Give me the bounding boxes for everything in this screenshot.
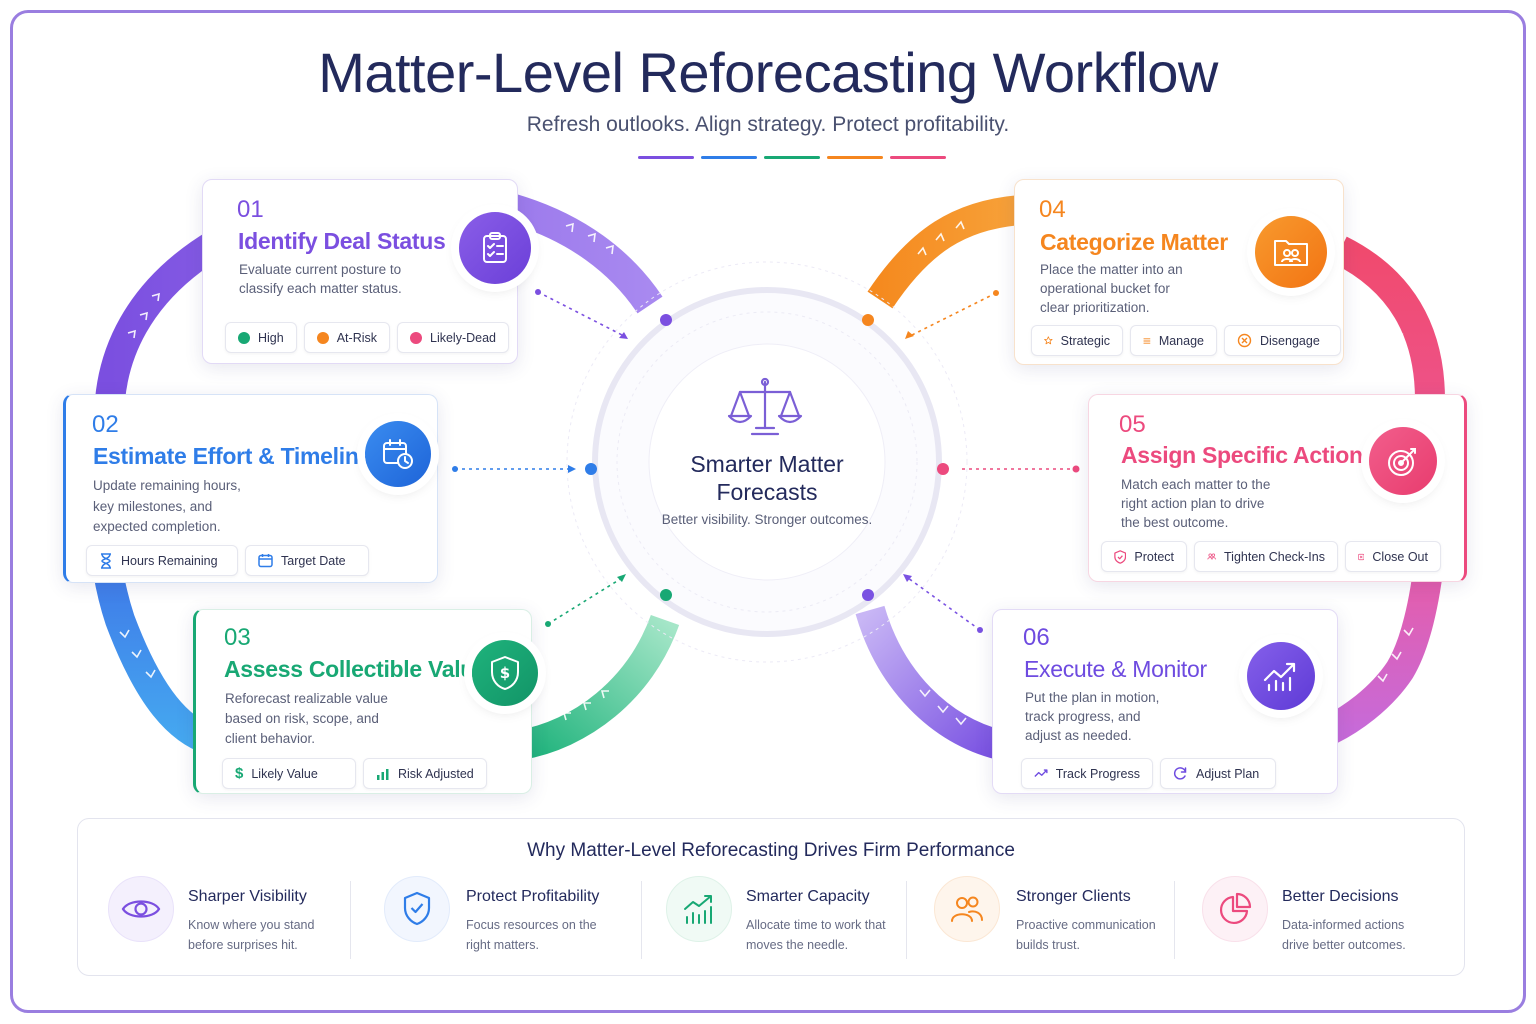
calendar-clock-icon bbox=[365, 421, 431, 487]
chip-strategic[interactable]: Strategic bbox=[1031, 325, 1123, 356]
chip-close-out[interactable]: Close Out bbox=[1345, 541, 1441, 572]
benefits-panel: Why Matter-Level Reforecasting Drives Fi… bbox=[77, 818, 1465, 976]
step-title: Execute & Monitor bbox=[1024, 656, 1207, 682]
chip-tighten-check-ins[interactable]: Tighten Check-Ins bbox=[1194, 541, 1338, 572]
step-description: Place the matter into an operational buc… bbox=[1040, 262, 1183, 315]
step-description: Evaluate current posture to classify eac… bbox=[239, 262, 402, 296]
page-title: Matter-Level Reforecasting Workflow bbox=[318, 41, 1218, 104]
chip-likely-value[interactable]: $ Likely Value bbox=[222, 758, 356, 789]
growth-chart-icon bbox=[666, 876, 732, 942]
step-title: Assess Collectible Value bbox=[224, 656, 487, 682]
chip-manage[interactable]: Manage bbox=[1130, 325, 1217, 356]
accent-bar bbox=[638, 156, 946, 159]
step-title: Categorize Matter bbox=[1040, 229, 1228, 255]
center-subtitle: Better visibility. Stronger outcomes. bbox=[661, 512, 873, 527]
benefit-divider bbox=[641, 881, 642, 959]
clipboard-check-icon bbox=[459, 212, 531, 284]
step-card-05: 05 Assign Specific Action Match each mat… bbox=[1088, 394, 1467, 582]
step-number: 02 bbox=[92, 411, 119, 438]
chip-target-date[interactable]: Target Date bbox=[245, 545, 369, 576]
benefit-protect-profitability: Protect Profitability Focus resources on… bbox=[384, 874, 644, 956]
benefit-divider bbox=[906, 881, 907, 959]
status-chips: High At-Risk Likely-Dead bbox=[225, 322, 510, 353]
green-dot bbox=[238, 331, 250, 344]
shield-icon bbox=[1114, 549, 1127, 564]
step-number: 03 bbox=[224, 624, 251, 651]
chip-protect[interactable]: Protect bbox=[1101, 541, 1187, 572]
arc-orange bbox=[867, 195, 1022, 309]
close-box-icon bbox=[1358, 553, 1365, 560]
list-icon bbox=[1143, 337, 1151, 344]
people-icon bbox=[934, 876, 1000, 942]
step-number: 01 bbox=[237, 196, 264, 223]
shield-dollar-icon: $ bbox=[472, 640, 538, 706]
step-number: 05 bbox=[1119, 411, 1146, 438]
chip-adjust-plan[interactable]: Adjust Plan bbox=[1160, 758, 1276, 789]
pink-dot bbox=[410, 331, 422, 344]
folder-people-icon bbox=[1255, 216, 1327, 288]
step-title: Identify Deal Status bbox=[238, 228, 446, 254]
benefit-stronger-clients: Stronger Clients Proactive communication… bbox=[934, 874, 1184, 956]
x-circle-icon bbox=[1237, 333, 1252, 348]
center-title: Smarter Matter Forecasts bbox=[690, 451, 844, 505]
svg-text:$: $ bbox=[500, 664, 510, 682]
benefit-divider bbox=[350, 881, 351, 959]
benefit-smarter-capacity: Smarter Capacity Allocate time to work t… bbox=[666, 874, 916, 956]
step-description: Update remaining hours, key milestones, … bbox=[93, 478, 241, 534]
shield-check-icon bbox=[384, 876, 450, 942]
step-card-04: 04 Categorize Matter Place the matter in… bbox=[1014, 179, 1344, 365]
chip-at-risk[interactable]: At-Risk bbox=[303, 322, 390, 353]
step-description: Reforecast realizable value based on ris… bbox=[225, 691, 388, 746]
step-number: 04 bbox=[1039, 196, 1066, 223]
step-description: Put the plan in motion, track progress, … bbox=[1025, 690, 1160, 743]
trend-chart-icon bbox=[1247, 642, 1315, 710]
benefit-divider bbox=[1174, 881, 1175, 959]
value-chips: $ Likely Value Risk Adjusted bbox=[222, 758, 487, 789]
chip-risk-adjusted[interactable]: Risk Adjusted bbox=[363, 758, 487, 789]
eye-icon bbox=[108, 876, 174, 942]
effort-chips: Hours Remaining Target Date bbox=[86, 545, 369, 576]
page-subtitle: Refresh outlooks. Align strategy. Protec… bbox=[526, 113, 1010, 136]
chip-high[interactable]: High bbox=[225, 322, 297, 353]
arc-violet bbox=[855, 605, 1005, 760]
hourglass-icon bbox=[101, 552, 111, 569]
step-number: 06 bbox=[1023, 624, 1050, 651]
dollar-icon: $ bbox=[235, 765, 244, 782]
step-card-01: 01 Identify Deal Status Evaluate current… bbox=[202, 179, 531, 364]
step-card-06: 06 Execute & Monitor Put the plan in mot… bbox=[992, 609, 1338, 794]
monitor-chips: Track Progress Adjust Plan bbox=[1021, 758, 1276, 789]
chip-disengage[interactable]: Disengage bbox=[1224, 325, 1341, 356]
step-title: Assign Specific Action bbox=[1121, 442, 1363, 468]
orange-dot bbox=[316, 331, 329, 344]
bar-chart-icon bbox=[377, 768, 389, 780]
refresh-icon bbox=[1173, 767, 1187, 780]
step-description: Match each matter to the right action pl… bbox=[1121, 477, 1271, 530]
calendar-icon bbox=[258, 554, 273, 568]
benefits-title: Why Matter-Level Reforecasting Drives Fi… bbox=[527, 840, 1015, 861]
pie-chart-icon bbox=[1202, 876, 1268, 942]
trend-icon bbox=[1034, 769, 1048, 777]
step-title: Estimate Effort & Timeline bbox=[93, 443, 372, 469]
chip-likely-dead[interactable]: Likely-Dead bbox=[397, 322, 510, 353]
scales-icon bbox=[727, 377, 803, 436]
step-card-03: 03 Assess Collectible Value Reforecast r… bbox=[193, 609, 538, 794]
chip-track-progress[interactable]: Track Progress bbox=[1021, 758, 1153, 789]
step-card-02: 02 Estimate Effort & Timeline Update rem… bbox=[63, 394, 438, 583]
chip-hours-remaining[interactable]: Hours Remaining bbox=[86, 545, 238, 576]
star-icon bbox=[1044, 336, 1053, 345]
category-chips: Strategic Manage Disengage bbox=[1031, 325, 1341, 356]
target-arrow-icon bbox=[1369, 427, 1437, 495]
people-icon bbox=[1207, 553, 1216, 560]
benefit-better-decisions: Better Decisions Data-informed actions d… bbox=[1202, 874, 1442, 956]
arc-green bbox=[517, 614, 680, 760]
benefit-sharper-visibility: Sharper Visibility Know where you stand … bbox=[108, 874, 348, 956]
action-chips: Protect Tighten Check-Ins Close Out bbox=[1101, 541, 1441, 572]
